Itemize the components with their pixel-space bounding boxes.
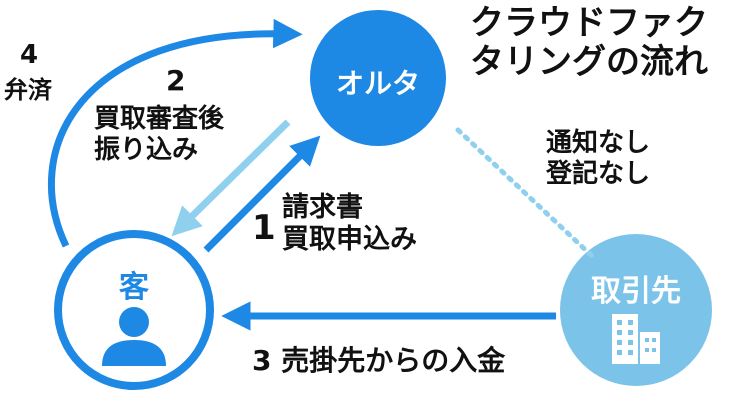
- building-icon: [612, 314, 660, 364]
- customer-label: 客: [119, 270, 149, 305]
- orta-label: オルタ: [335, 67, 420, 100]
- trade-partner-label: 取引先: [591, 274, 681, 309]
- title-line-1: クラウドファク: [470, 3, 708, 43]
- step4-number: 4: [20, 40, 39, 70]
- step2-line-1: 買取審査後: [94, 104, 225, 134]
- step2-number: 2: [166, 64, 186, 97]
- trade-partner-node: [560, 234, 712, 386]
- step3-label: 売掛先からの入金: [281, 344, 506, 377]
- arrow-application: [203, 135, 321, 253]
- step1-text: 請求書 買取申込み: [282, 192, 417, 256]
- step2-text: 買取審査後 振り込み: [94, 104, 224, 165]
- orta-node: [310, 10, 446, 146]
- step1-line-2: 買取申込み: [282, 223, 417, 255]
- title-line-2: タリングの流れ: [470, 42, 708, 83]
- dotted-link: [455, 127, 595, 259]
- arrow-repayment: [48, 18, 303, 248]
- person-icon: [102, 307, 166, 366]
- diagram-title: クラウドファク タリングの流れ: [470, 3, 708, 83]
- step3-number: 3: [252, 344, 272, 377]
- step2-line-2: 振り込み: [94, 134, 199, 165]
- step1-number: 1: [252, 208, 276, 248]
- note-text: 通知なし 登記なし: [546, 128, 650, 189]
- note-line-2: 登記なし: [546, 158, 651, 189]
- step4-text: 弁済: [4, 76, 52, 104]
- step1-line-1: 請求書: [282, 192, 363, 223]
- arrow-payment: [171, 119, 291, 237]
- step3-text: 3 売掛先からの入金: [252, 344, 505, 377]
- note-line-1: 通知なし: [546, 128, 651, 158]
